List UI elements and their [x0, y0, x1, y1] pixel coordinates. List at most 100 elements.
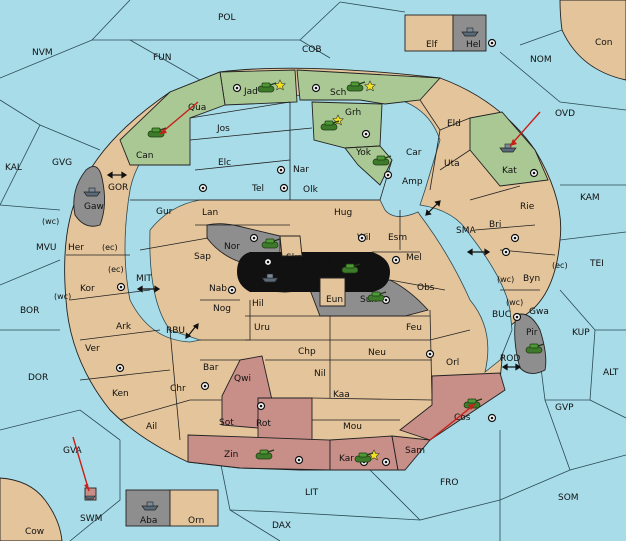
sea-label-nom: NOM	[530, 55, 552, 65]
tank-icon[interactable]	[255, 449, 275, 460]
land-label-group: Elf Hel Jad Sch Qua Grh Eld Jos Can Yok …	[68, 40, 549, 526]
land-label-lan: Lan	[202, 208, 218, 218]
tank-icon[interactable]	[341, 263, 361, 274]
province-can[interactable]	[119, 71, 226, 166]
land-label-orn: Orn	[188, 516, 204, 526]
tank-icon[interactable]	[372, 155, 392, 166]
land-label-bri: Bri	[489, 220, 501, 230]
province-pir[interactable]	[514, 313, 547, 374]
land-label-hil: Hil	[252, 299, 264, 309]
tank-icon[interactable]	[346, 81, 366, 92]
sea-label-gor: GOR	[108, 183, 128, 193]
land-label-zin: Zin	[224, 450, 238, 460]
land-label-car: Car	[406, 148, 422, 158]
land-label-nar: Nar	[293, 165, 309, 175]
sea-label-fro: FRO	[440, 478, 459, 488]
land-label-elc: Elc	[218, 158, 231, 168]
province-orn[interactable]	[169, 489, 219, 527]
province-cow[interactable]	[0, 477, 63, 541]
land-label-eld: Eld	[447, 119, 461, 129]
land-label-mel: Mel	[406, 253, 422, 263]
supply-center-icon	[361, 129, 371, 139]
sea-label-cow: Cow	[25, 527, 44, 537]
land-label-chp: Chp	[298, 347, 316, 357]
province-con[interactable]	[559, 0, 626, 81]
tank-icon[interactable]	[261, 238, 281, 249]
province-zin[interactable]	[187, 434, 331, 471]
double-arrow-icon	[501, 363, 522, 371]
units	[83, 27, 545, 511]
land-label-ark: Ark	[116, 322, 132, 332]
land-label-uta: Uta	[444, 159, 460, 169]
sea-label-rod: ROD	[500, 354, 520, 364]
supply-center-icon	[198, 183, 208, 193]
supply-center-icon	[357, 233, 367, 243]
land-label-rot: Rot	[256, 419, 271, 429]
sea-label-buc: BUC	[492, 310, 511, 320]
land-label-nab: Nab	[209, 284, 227, 294]
fleet-icon[interactable]	[499, 143, 517, 153]
supply-center-icon	[115, 363, 125, 373]
land-label-kaa: Kaa	[333, 390, 350, 400]
double-arrow-icon	[136, 285, 161, 293]
fleet-icon[interactable]	[461, 27, 479, 37]
sea-label-pol: POL	[218, 13, 236, 23]
land-label-kor: Kor	[80, 284, 95, 294]
land-label-skr: Skr	[286, 253, 301, 263]
land-label-uru: Uru	[254, 323, 270, 333]
supply-center-icon	[383, 170, 393, 180]
supply-center-icon	[512, 312, 522, 322]
province-elf[interactable]	[404, 14, 454, 52]
land-label-feu: Feu	[406, 323, 422, 333]
land-label-pir: Pir	[526, 328, 538, 338]
supply-center-icon	[510, 233, 520, 243]
tank-icon[interactable]	[367, 291, 387, 302]
double-arrow-icon	[425, 200, 441, 216]
fleet-icon[interactable]	[84, 495, 96, 500]
supply-center-icon	[256, 401, 266, 411]
land-label-gwa: Gwa	[529, 307, 549, 317]
sea-label-group: POL NVM FUN COB NOM Con OVD KAL GVG GOR …	[5, 13, 619, 537]
sea-label-gvp: GVP	[555, 403, 574, 413]
sea-label-tei: TEI	[589, 259, 604, 269]
sea-label-fun: FUN	[153, 53, 172, 63]
sea-label-nvm: NVM	[32, 48, 53, 58]
impassable-lake	[237, 252, 390, 292]
move-arrow	[429, 403, 476, 441]
land-label-ost: Ost	[316, 257, 332, 267]
capital-star-icon	[274, 79, 286, 91]
fleet-icon[interactable]	[261, 273, 279, 283]
tank-icon[interactable]	[147, 127, 167, 138]
land-label-qwi: Qwi	[234, 374, 251, 384]
tank-icon[interactable]	[257, 82, 277, 93]
province-sam[interactable]	[391, 435, 431, 471]
capital-star-icon	[364, 80, 376, 92]
double-arrow-icon	[466, 248, 491, 256]
sea-label-lit: LIT	[305, 488, 319, 498]
land-label-hug: Hug	[334, 208, 352, 218]
sea-label-kal: KAL	[5, 163, 22, 173]
tank-icon[interactable]	[525, 343, 545, 354]
land-label-gur: Gur	[156, 207, 173, 217]
province-skr[interactable]	[279, 235, 303, 257]
land-label-nil: Nil	[314, 369, 326, 379]
land-label-eun: Eun	[326, 295, 343, 305]
sea-label-kup: KUP	[572, 328, 590, 338]
land-label-gaw: Gaw	[84, 202, 104, 212]
land-label-yok: Yok	[355, 148, 372, 158]
tank-icon[interactable]	[354, 452, 374, 463]
coast-label-kor-ec: (ec)	[108, 265, 124, 274]
land-label-obs: Obs	[417, 283, 435, 293]
supply-center-icon	[294, 455, 304, 465]
coast-label-byn-ec: (ec)	[552, 261, 568, 270]
province-swm-island[interactable]	[84, 487, 97, 501]
land-label-cos: Cos	[454, 413, 471, 423]
coast-label-her-wc: (wc)	[42, 217, 59, 226]
province-eun[interactable]	[319, 277, 346, 307]
fleet-icon[interactable]	[141, 501, 159, 511]
land-label-can: Can	[136, 151, 154, 161]
fleet-icon[interactable]	[83, 187, 101, 197]
land-label-esm: Esm	[388, 233, 407, 243]
tank-icon[interactable]	[320, 120, 340, 131]
supply-centers	[115, 38, 539, 467]
